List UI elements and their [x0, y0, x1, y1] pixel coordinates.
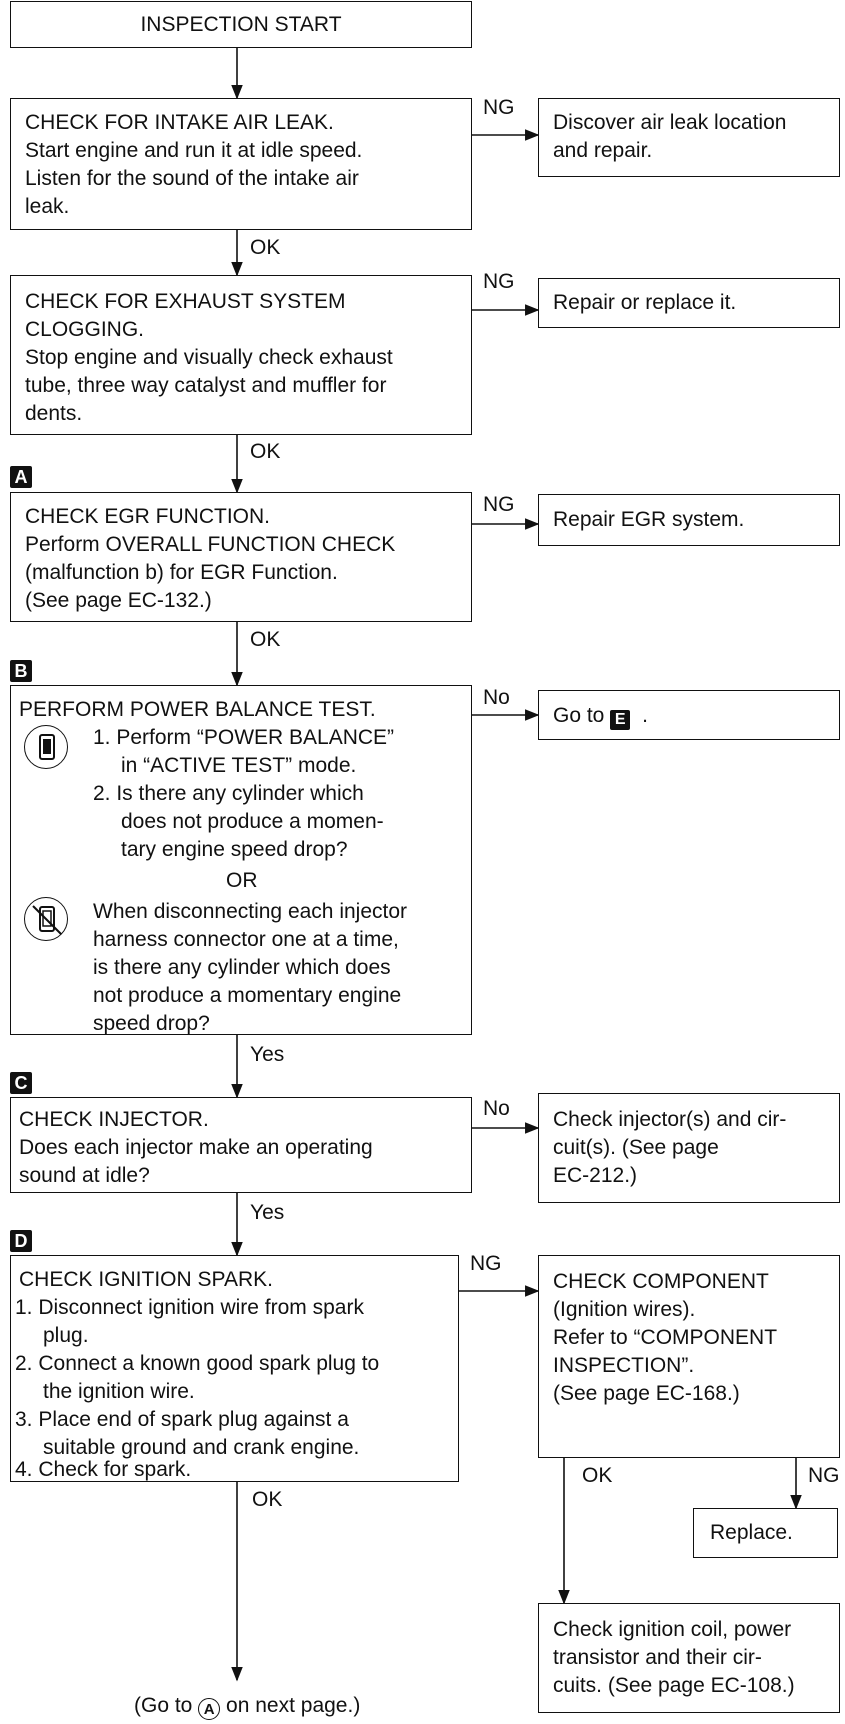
result-check-component: CHECK COMPONENT (Ignition wires). Refer … — [538, 1255, 840, 1458]
step-item-line: suitable ground and crank engine. — [43, 1436, 360, 1459]
result-line: INSPECTION”. — [553, 1354, 695, 1377]
ok-label: OK — [250, 236, 281, 259]
circled-a-icon: A — [198, 1698, 221, 1720]
ng-label: NG — [483, 270, 515, 293]
ok-label: OK — [582, 1464, 613, 1487]
step-item-line: plug. — [43, 1324, 89, 1347]
result-go-to-e: Go to E . — [538, 690, 840, 740]
step-line: speed drop? — [93, 1012, 210, 1035]
marker-b-icon: B — [10, 660, 32, 682]
step-line: When disconnecting each injector — [93, 900, 408, 923]
continuation-note: (Go to A on next page.) — [134, 1694, 360, 1720]
step-item-line: 2. Connect a known good spark plug to — [15, 1352, 380, 1375]
step-line: does not produce a momen- — [121, 810, 384, 833]
replace-label: Replace. — [710, 1521, 793, 1544]
step-check-injector: CHECK INJECTOR. Does each injector make … — [10, 1097, 472, 1193]
result-line: Repair or replace it. — [553, 291, 737, 314]
step-title: CHECK IGNITION SPARK. — [19, 1268, 273, 1291]
or-separator-label: OR — [226, 869, 258, 892]
ng-label: NG — [808, 1464, 840, 1487]
step-egr-function: CHECK EGR FUNCTION. Perform OVERALL FUNC… — [10, 492, 472, 622]
step-line: 2. Is there any cylinder which — [93, 782, 364, 805]
result-air-leak-repair: Discover air leak location and repair. — [538, 98, 840, 177]
result-check-ignition-coil: Check ignition coil, power transistor an… — [538, 1603, 840, 1713]
marker-a-icon: A — [10, 466, 32, 488]
result-repair-egr: Repair EGR system. — [538, 494, 840, 546]
result-line: Discover air leak location — [553, 111, 787, 134]
step-line: Stop engine and visually check exhaust — [25, 346, 393, 369]
result-repair-replace: Repair or replace it. — [538, 278, 840, 328]
step-line: CHECK FOR EXHAUST SYSTEM — [25, 290, 346, 313]
result-line: CHECK COMPONENT — [553, 1270, 769, 1293]
no-label: No — [483, 686, 510, 709]
step-line: tary engine speed drop? — [121, 838, 348, 861]
marker-e-icon: E — [610, 710, 631, 730]
consult-tester-icon — [24, 725, 68, 769]
result-line: Go to E . — [553, 702, 648, 730]
inspection-start-label: INSPECTION START — [140, 13, 342, 36]
step-title: PERFORM POWER BALANCE TEST. — [19, 698, 376, 721]
step-power-balance: PERFORM POWER BALANCE TEST. 1. Perform “… — [10, 685, 472, 1035]
step-exhaust-clogging: CHECK FOR EXHAUST SYSTEM CLOGGING. Stop … — [10, 275, 472, 435]
step-ignition-spark: CHECK IGNITION SPARK. 1. Disconnect igni… — [10, 1255, 459, 1482]
step-line: leak. — [25, 195, 70, 218]
result-replace: Replace. — [693, 1508, 838, 1558]
step-line: not produce a momentary engine — [93, 984, 402, 1007]
inspection-start-box: INSPECTION START — [10, 1, 472, 48]
step-item-line: 3. Place end of spark plug against a — [15, 1408, 349, 1431]
step-line: Does each injector make an operating — [19, 1136, 373, 1159]
result-line: Check injector(s) and cir- — [553, 1108, 787, 1131]
step-line: CHECK EGR FUNCTION. — [25, 505, 271, 528]
step-line: (malfunction b) for EGR Function. — [25, 561, 338, 584]
step-line: is there any cylinder which does — [93, 956, 391, 979]
step-line: dents. — [25, 402, 83, 425]
step-line: CHECK INJECTOR. — [19, 1108, 209, 1131]
step-line: CLOGGING. — [25, 318, 145, 341]
yes-label: Yes — [250, 1043, 285, 1066]
result-line: Repair EGR system. — [553, 508, 745, 531]
step-item-line: 4. Check for spark. — [15, 1458, 192, 1481]
step-line: 1. Perform “POWER BALANCE” — [93, 726, 395, 749]
ok-label: OK — [250, 440, 281, 463]
step-line: sound at idle? — [19, 1164, 150, 1187]
step-line: harness connector one at a time, — [93, 928, 399, 951]
continuation-suffix: on next page.) — [226, 1694, 361, 1717]
step-line: Start engine and run it at idle speed. — [25, 139, 363, 162]
ok-label: OK — [250, 628, 281, 651]
result-line: and repair. — [553, 139, 653, 162]
result-line: transistor and their cir- — [553, 1646, 762, 1669]
step-line: CHECK FOR INTAKE AIR LEAK. — [25, 111, 334, 134]
result-line: (Ignition wires). — [553, 1298, 696, 1321]
go-to-suffix: . — [642, 704, 648, 727]
ng-label: NG — [470, 1252, 502, 1275]
step-item-line: 1. Disconnect ignition wire from spark — [15, 1296, 364, 1319]
ok-label: OK — [252, 1488, 283, 1511]
ng-label: NG — [483, 493, 515, 516]
marker-d-icon: D — [10, 1230, 32, 1252]
step-line: tube, three way catalyst and muffler for — [25, 374, 387, 397]
step-line: (See page EC-132.) — [25, 589, 212, 612]
no-tools-icon — [24, 897, 68, 941]
yes-label: Yes — [250, 1201, 285, 1224]
step-line: Listen for the sound of the intake air — [25, 167, 359, 190]
result-check-injector-circuit: Check injector(s) and cir- cuit(s). (See… — [538, 1093, 840, 1203]
continuation-prefix: (Go to — [134, 1694, 193, 1717]
step-intake-air-leak: CHECK FOR INTAKE AIR LEAK. Start engine … — [10, 98, 472, 230]
go-to-prefix: Go to — [553, 704, 605, 727]
result-line: Check ignition coil, power — [553, 1618, 792, 1641]
result-line: cuit(s). (See page — [553, 1136, 719, 1159]
ng-label: NG — [483, 96, 515, 119]
result-line: cuits. (See page EC-108.) — [553, 1674, 795, 1697]
result-line: Refer to “COMPONENT — [553, 1326, 778, 1349]
step-line: in “ACTIVE TEST” mode. — [121, 754, 357, 777]
step-line: Perform OVERALL FUNCTION CHECK — [25, 533, 396, 556]
result-line: EC-212.) — [553, 1164, 638, 1187]
step-item-line: the ignition wire. — [43, 1380, 195, 1403]
marker-c-icon: C — [10, 1072, 32, 1094]
result-line: (See page EC-168.) — [553, 1382, 740, 1405]
no-label: No — [483, 1097, 510, 1120]
